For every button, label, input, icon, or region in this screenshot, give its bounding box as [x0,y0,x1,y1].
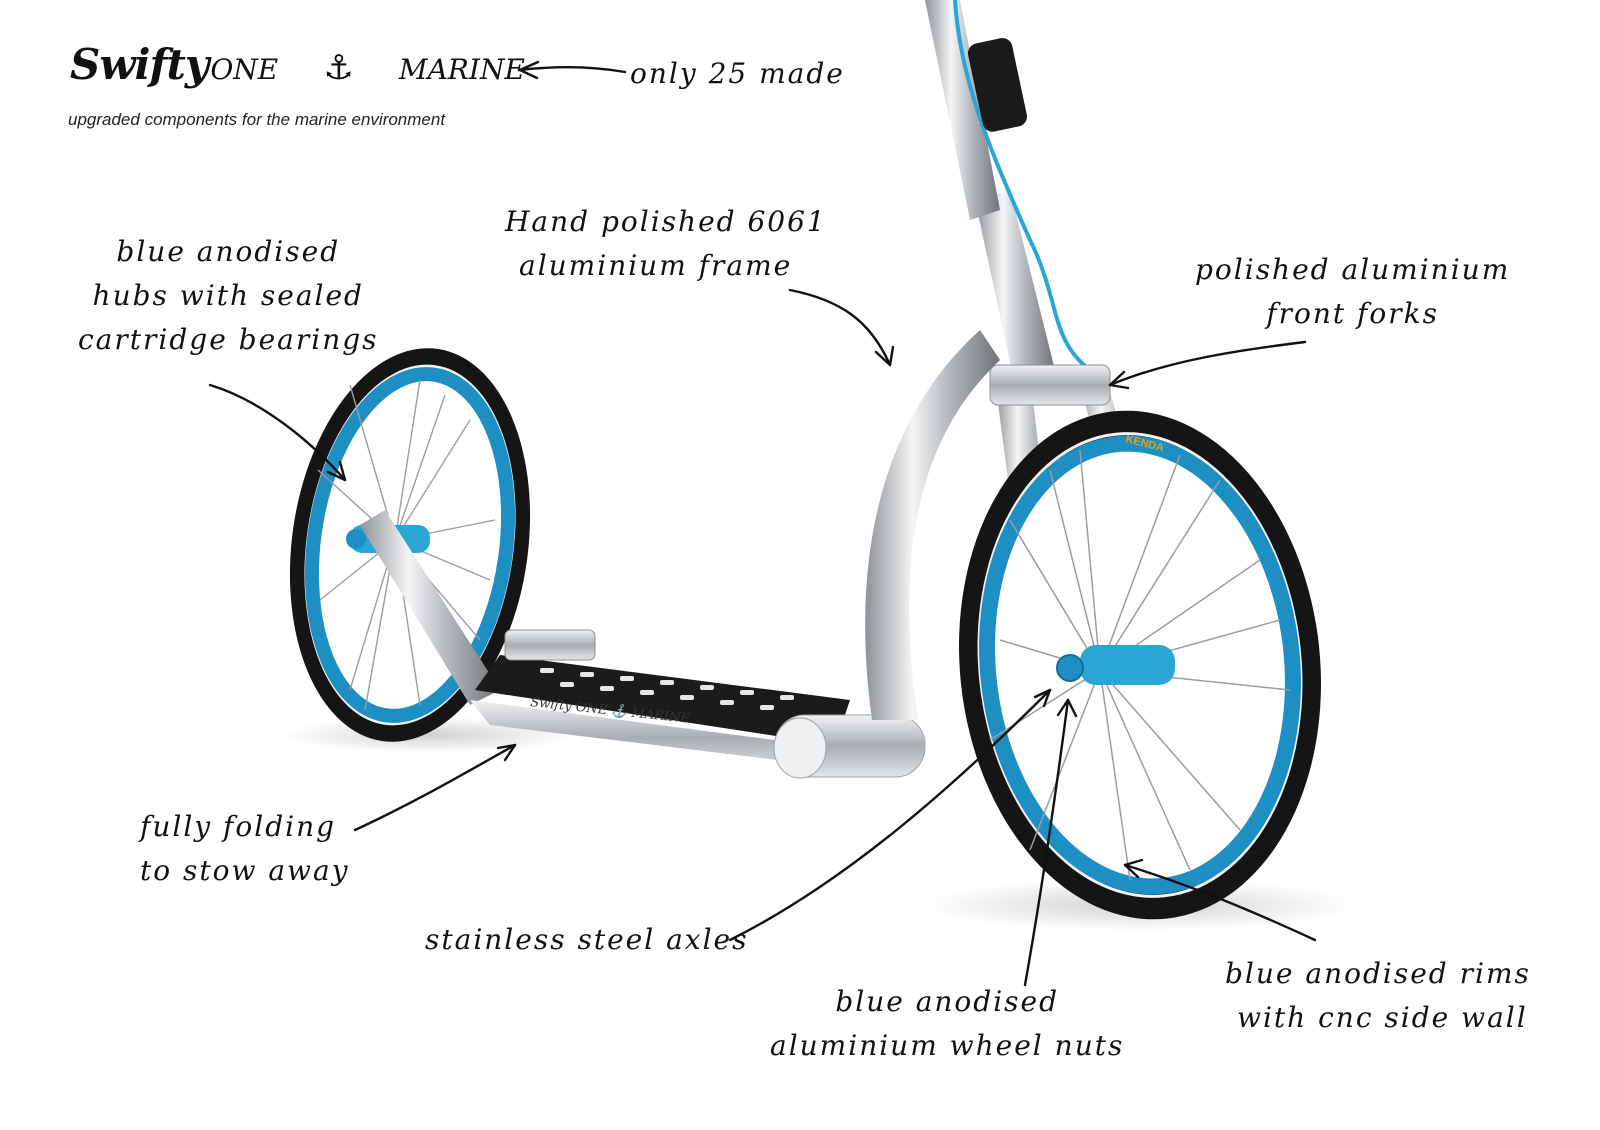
arrow-frame [788,288,892,367]
anchor-icon: ⚓ [323,48,354,88]
arrow-rims [1123,863,1317,942]
arrow-hubs [208,383,347,482]
note-frame: Hand polished 6061 aluminium frame [505,205,827,282]
annotation-arrows [208,60,1317,987]
note-rims: blue anodised rims with cnc side wall [1225,957,1531,1034]
brake-lever [967,38,1027,132]
note-forks: polished aluminium front forks [1195,253,1511,330]
arrow-folding [353,743,517,832]
arrow-limited [518,66,627,74]
note-limited: only 25 made [630,57,845,90]
frame-tube [865,330,1000,720]
brand-logo: SwiftyONE ⚓ MARINE [70,40,525,100]
brand-one: ONE [210,53,279,86]
arrow-axles [728,688,1052,942]
tagline: upgraded components for the marine envir… [68,110,446,129]
brake-cable [953,0,1092,372]
front-wheel: KENDA [959,410,1321,920]
note-axles: stainless steel axles [425,923,749,956]
handlebar-post [925,0,1000,220]
arrow-nuts [1023,698,1070,987]
note-folding: fully folding to stow away [140,810,350,887]
note-nuts: blue anodised aluminium wheel nuts [770,985,1125,1062]
deck [470,629,926,779]
fork-crown [989,364,1111,406]
brand-swifty: Swifty [70,40,209,89]
rear-arm [360,510,500,705]
note-hubs: blue anodised hubs with sealed cartridge… [78,235,379,356]
arrow-forks [1108,340,1307,387]
brand-marine: MARINE [398,53,525,86]
steering-stem [975,190,1055,385]
